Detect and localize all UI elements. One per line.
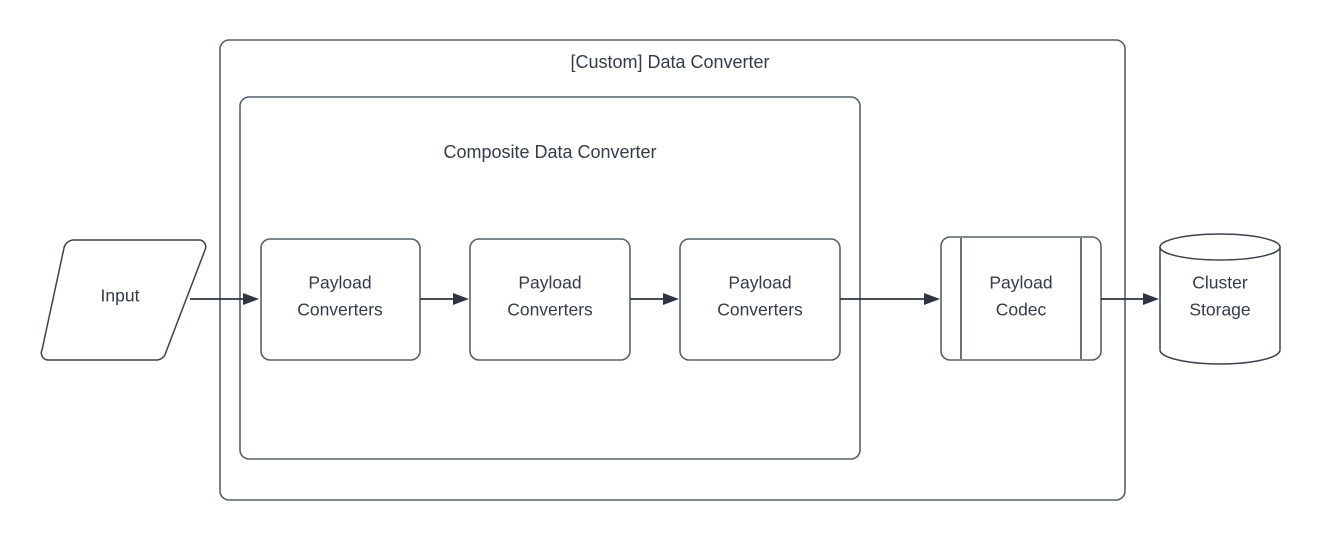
payload-codec-label-line2: Codec xyxy=(996,300,1047,320)
node-input[interactable]: Input xyxy=(40,239,207,361)
cluster-storage-label-line2: Storage xyxy=(1189,300,1250,320)
outer-container-title: [Custom] Data Converter xyxy=(570,52,769,72)
payload-codec-shape xyxy=(940,236,1102,361)
edge-converter-2-to-converter-3 xyxy=(630,293,679,305)
cluster-storage-top-ellipse xyxy=(1159,233,1281,261)
node-cluster-storage[interactable]: Cluster Storage xyxy=(1159,233,1281,365)
payload-converters-3-label-line2: Converters xyxy=(717,300,803,320)
payload-codec-label-line1: Payload xyxy=(989,273,1052,293)
payload-converters-2-label-line1: Payload xyxy=(518,273,581,293)
node-payload-converters-2[interactable]: Payload Converters xyxy=(469,238,631,361)
node-payload-converters-3[interactable]: Payload Converters xyxy=(679,238,841,361)
payload-converters-2-label-line2: Converters xyxy=(507,300,593,320)
node-payload-converters-1[interactable]: Payload Converters xyxy=(260,238,421,361)
edge-codec-to-storage-arrowhead xyxy=(1143,293,1159,305)
input-parallelogram-shape xyxy=(40,239,207,361)
edge-codec-to-storage xyxy=(1101,293,1159,305)
inner-container-title: Composite Data Converter xyxy=(443,142,656,162)
edge-converter-3-to-codec xyxy=(840,293,940,305)
edge-converter-1-to-converter-2-arrowhead xyxy=(453,293,469,305)
edge-converter-1-to-converter-2 xyxy=(420,293,469,305)
edge-converter-2-to-converter-3-arrowhead xyxy=(663,293,679,305)
edge-input-to-converter-1-arrowhead xyxy=(243,293,259,305)
node-payload-codec[interactable]: Payload Codec xyxy=(940,236,1102,361)
edge-input-to-converter-1 xyxy=(190,293,259,305)
payload-converters-1-label-line1: Payload xyxy=(308,273,371,293)
payload-converters-1-label-line2: Converters xyxy=(297,300,383,320)
payload-converters-3-label-line1: Payload xyxy=(728,273,791,293)
cluster-storage-label-line1: Cluster xyxy=(1192,273,1248,293)
cluster-storage-body xyxy=(1159,247,1281,365)
edge-converter-3-to-codec-arrowhead xyxy=(924,293,940,305)
input-label: Input xyxy=(101,286,140,306)
